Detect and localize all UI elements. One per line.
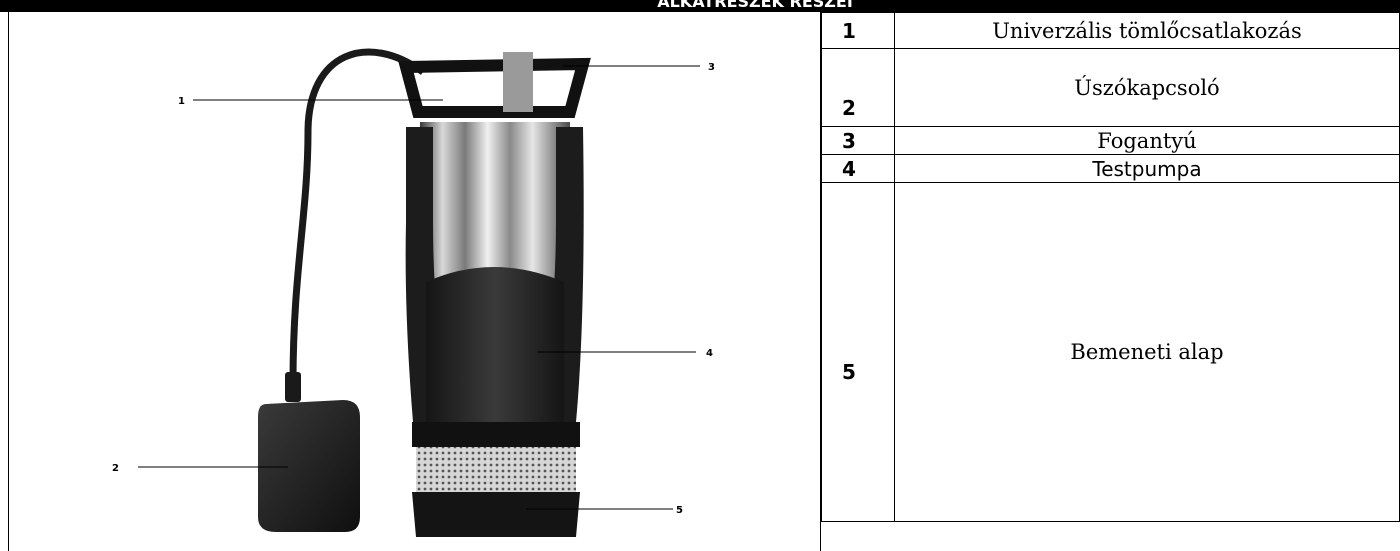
section-header: ALKATRÉSZEK RÉSZEI (110, 0, 1400, 12)
table-row: 1 Univerzális tömlőcsatlakozás (821, 12, 1400, 49)
power-cable (289, 48, 426, 383)
callout-label-5: 5 (676, 505, 683, 516)
part-name: Bemeneti alap (894, 182, 1400, 522)
part-number: 5 (821, 182, 895, 522)
document-frame (8, 12, 1400, 551)
part-name: Univerzális tömlőcsatlakozás (894, 12, 1400, 49)
part-name: Úszókapcsoló (894, 48, 1400, 127)
callout-label-3: 3 (708, 62, 715, 73)
part-name: Testpumpa (894, 154, 1400, 183)
table-row: 4 Testpumpa (821, 154, 1400, 183)
callout-label-4: 4 (706, 348, 713, 359)
part-number: 3 (821, 126, 895, 155)
float-switch (258, 372, 360, 532)
part-number: 4 (821, 154, 895, 183)
pump-illustration: 1 2 3 4 5 (112, 48, 715, 537)
part-name: Fogantyú (894, 126, 1400, 155)
parts-table: 1 Univerzális tömlőcsatlakozás 2 Úszókap… (821, 12, 1400, 522)
section-title: ALKATRÉSZEK RÉSZEI (657, 0, 853, 11)
part-number: 2 (821, 48, 895, 127)
header-edge (0, 0, 110, 12)
callout-label-2: 2 (112, 463, 119, 474)
pump-body (398, 52, 591, 537)
pump-figure: 1 2 3 4 5 (8, 12, 821, 551)
table-row: 2 Úszókapcsoló (821, 48, 1400, 127)
table-row: 3 Fogantyú (821, 126, 1400, 155)
part-number: 1 (821, 12, 895, 49)
table-row: 5 Bemeneti alap (821, 182, 1400, 522)
callout-label-1: 1 (178, 96, 185, 107)
